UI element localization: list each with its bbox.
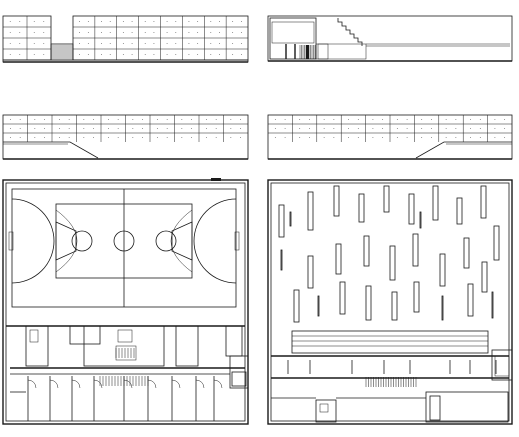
elevation-2 [2,114,249,160]
elevation-3 [267,114,513,160]
floor-plan [2,178,249,425]
section-1 [267,15,513,62]
roof-plan [267,179,513,425]
elevation-1 [2,15,249,63]
